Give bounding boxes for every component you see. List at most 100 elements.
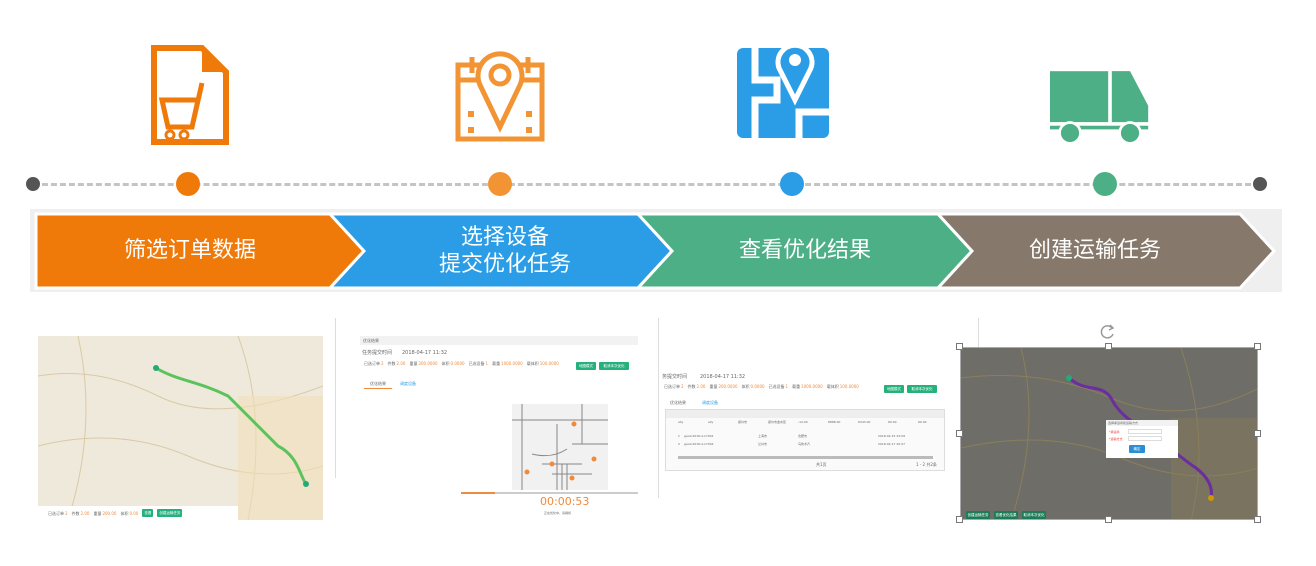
table-cell: 60.00: [888, 420, 897, 424]
stat-value: 0.0000: [750, 384, 765, 389]
view-button[interactable]: 查看: [142, 509, 154, 517]
stat-label: 已选订单: [664, 384, 680, 389]
step1-label: 筛选订单数据: [123, 238, 256, 263]
sub-table-cell: gaoin2018-4-17001: [684, 434, 714, 438]
create-transport-task-button[interactable]: 创建运输任务: [157, 509, 183, 517]
resize-handle[interactable]: [1254, 343, 1261, 350]
rotate-handle-icon[interactable]: [1099, 323, 1117, 341]
stat-label: 件数: [687, 384, 696, 389]
shopping-cart-document-icon: [151, 45, 229, 145]
table-cell: -14.00: [798, 420, 808, 424]
progress-note: 正在优化中，请稍候: [544, 511, 572, 515]
transport-mode-select[interactable]: [1128, 436, 1162, 441]
stat-value: 100.0000: [839, 384, 859, 389]
carrier-label: *承运商: [1109, 430, 1120, 434]
resize-handle[interactable]: [956, 430, 963, 437]
stat-label: 重量: [709, 384, 718, 389]
label: 重量: [93, 510, 102, 516]
horizontal-scrollbar[interactable]: [678, 456, 933, 459]
sub-table-cell: 乌鲁木齐: [798, 442, 811, 446]
carrier-dialog: 选择承运商和运输方式 *承运商 *运输方式 确定: [1106, 420, 1178, 458]
stat-label: 体积: [741, 384, 750, 389]
screenshot-create-transport-task: 选择承运商和运输方式 *承运商 *运输方式 确定 创建运输任务 查看优化结果 取…: [960, 347, 1258, 520]
timeline-end-dot: [1253, 177, 1267, 191]
stat-value: 2: [681, 384, 684, 389]
resize-handle[interactable]: [1105, 516, 1112, 523]
tab-optimization-result[interactable]: 优化结果: [670, 400, 686, 405]
resize-handle[interactable]: [956, 516, 963, 523]
calendar-location-pin-icon: [455, 51, 545, 142]
label: 件数: [71, 510, 80, 516]
step2-label-line1: 选择设备: [460, 224, 549, 250]
delivery-truck-icon: [1050, 71, 1149, 145]
stat-value: 200.0000: [718, 384, 738, 389]
table-cell: ally: [678, 420, 684, 424]
cancel-optimization-button[interactable]: 取消本次优化: [907, 385, 937, 393]
view-results-button[interactable]: 查看优化结果: [994, 511, 1018, 519]
map-mode-button[interactable]: 地图模式: [884, 385, 904, 393]
submit-time-label: 任务提交时间: [362, 350, 393, 356]
value: 200.00: [102, 510, 117, 516]
carrier-input[interactable]: [1128, 429, 1162, 434]
stat-label: 重量: [409, 361, 418, 366]
create-transport-task-button[interactable]: 创建运输任务: [966, 511, 990, 519]
progress-bar: [461, 492, 638, 494]
value: 0.00: [129, 510, 139, 516]
sub-table-cell: 合肥市: [798, 434, 808, 438]
pager[interactable]: 共1页: [816, 462, 827, 467]
resize-handle[interactable]: [1105, 343, 1112, 350]
sub-table-cell: 上海市: [758, 434, 768, 438]
road-map: [512, 404, 608, 490]
table-cell: 郑州市金水区: [768, 420, 787, 424]
stat-value: 2: [381, 361, 384, 366]
label: 体积: [120, 510, 129, 516]
timeline-start-dot: [26, 177, 40, 191]
stat-label: 件数: [387, 361, 396, 366]
divider: [978, 318, 979, 348]
table-cell: 6343.00: [858, 420, 871, 424]
stat-value: 100.0000: [539, 361, 559, 366]
submit-time-label: 务提交时间: [662, 374, 688, 380]
cancel-optimization-button[interactable]: 取消本次优化: [599, 362, 629, 370]
cancel-optimization-button[interactable]: 取消本次优化: [1022, 511, 1046, 519]
map-mode-button[interactable]: 地图模式: [576, 362, 596, 370]
sub-table-cell: gaoin2018-4-17002: [684, 442, 714, 446]
tab-dispatch-device[interactable]: 调度设备: [702, 400, 718, 405]
table-cell: ally: [708, 420, 714, 424]
divider: [335, 318, 336, 478]
table-cell: 郑州市: [738, 420, 748, 424]
timeline-dot-step4: [1093, 172, 1117, 196]
submit-time: 2018-04-17 11:32: [402, 350, 448, 356]
dimmed-route-map: [961, 348, 1257, 519]
tab-optimization-result[interactable]: 优化结果: [370, 381, 386, 386]
resize-handle[interactable]: [1254, 516, 1261, 523]
route-map: [38, 336, 323, 520]
resize-handle[interactable]: [956, 343, 963, 350]
step3-label: 查看优化结果: [738, 238, 871, 263]
tab-dispatch-device[interactable]: 调度设备: [400, 381, 416, 386]
resize-handle[interactable]: [1254, 430, 1261, 437]
stat-value: 1: [485, 361, 489, 366]
stat-value: 1: [785, 384, 789, 389]
table-cell: 60.00: [918, 420, 927, 424]
divider: [658, 318, 659, 498]
stat-value: 1000.0000: [801, 384, 823, 389]
confirm-button[interactable]: 确定: [1129, 445, 1145, 453]
